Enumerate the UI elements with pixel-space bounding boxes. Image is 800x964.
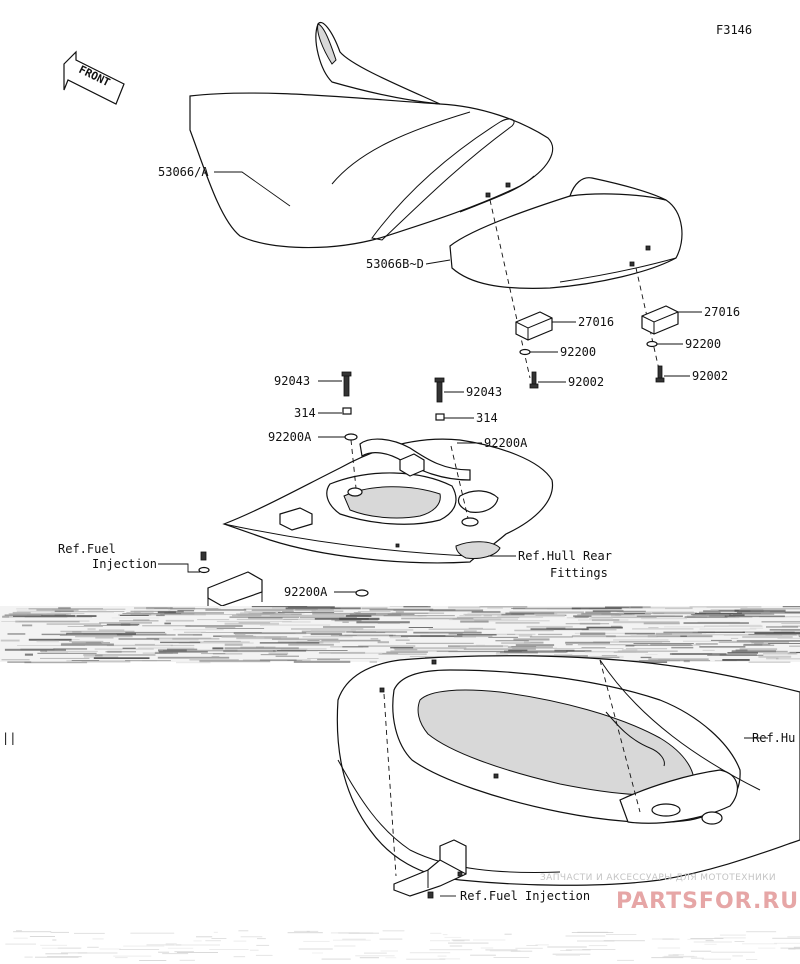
scan-noise-band — [0, 606, 800, 664]
callout-seat-front: 53066/A — [158, 165, 209, 179]
callout-stud-left: 92043 — [274, 374, 310, 388]
bolt-right-icon — [655, 365, 665, 383]
callout-hull: Ref.Hu — [752, 731, 795, 745]
stud-left-icon — [341, 371, 352, 397]
watermark-tagline: ЗАПЧАСТИ И АКСЕССУАРЫ ДЛЯ МОТОТЕХНИКИ — [540, 873, 776, 883]
alignment-line-stud-left — [350, 439, 357, 489]
rubber-stopper-right — [641, 305, 679, 335]
callout-washer-a-lower: 92200A — [284, 585, 328, 599]
watermark-brand: PARTSFOR.RU — [616, 889, 799, 914]
callout-washer-a-left: 92200A — [268, 430, 312, 444]
callout-stud-right: 92043 — [466, 385, 502, 399]
callout-washer-right: 92200 — [685, 337, 721, 351]
alignment-line-hull-left — [383, 693, 397, 877]
fuel-injection-fastener-top-icon — [198, 551, 210, 574]
scan-noise-bottom — [5, 930, 800, 961]
callout-partial-left: || — [2, 731, 16, 745]
washer-a-lower-icon — [355, 589, 369, 597]
callout-fuel-top-1: Ref.Fuel — [58, 542, 116, 556]
alignment-line-left — [489, 199, 531, 379]
callout-hull-rear-2: Fittings — [550, 566, 608, 580]
front-seat — [189, 21, 554, 249]
washer-left-icon — [519, 348, 531, 356]
nut-right-icon — [435, 413, 445, 421]
rear-seat — [449, 177, 683, 289]
callout-seat-rear: 53066B~D — [366, 257, 424, 271]
leader-lines — [158, 171, 768, 897]
callout-washer-a-right: 92200A — [484, 436, 528, 450]
front-arrow-icon: FRONT — [63, 50, 125, 105]
callout-rubber-right: 27016 — [704, 305, 740, 319]
callout-fuel-top-2: Injection — [92, 557, 157, 571]
washer-right-icon — [646, 340, 658, 348]
nut-left-icon — [342, 407, 352, 415]
figure-id: F3146 — [716, 23, 752, 37]
bracket-upper-left — [207, 571, 263, 610]
alignment-line-stud-right — [450, 445, 469, 519]
hull-rear-section — [336, 655, 800, 886]
bracket-bottom — [393, 839, 467, 899]
callout-hull-rear-1: Ref.Hull Rear — [518, 549, 612, 563]
stud-right-icon — [434, 377, 445, 403]
rubber-stopper-left — [515, 311, 553, 341]
callout-nut-left: 314 — [294, 406, 316, 420]
callout-bolt-right: 92002 — [692, 369, 728, 383]
bolt-left-icon — [529, 371, 539, 389]
washer-a-left-icon — [344, 433, 358, 441]
callout-fuel-bottom: Ref.Fuel Injection — [460, 889, 590, 903]
callout-washer-left: 92200 — [560, 345, 596, 359]
callout-bolt-left: 92002 — [568, 375, 604, 389]
callout-nut-right: 314 — [476, 411, 498, 425]
alignment-line-hull-right — [599, 659, 641, 813]
callout-rubber-left: 27016 — [578, 315, 614, 329]
seat-base-frame — [222, 438, 554, 564]
